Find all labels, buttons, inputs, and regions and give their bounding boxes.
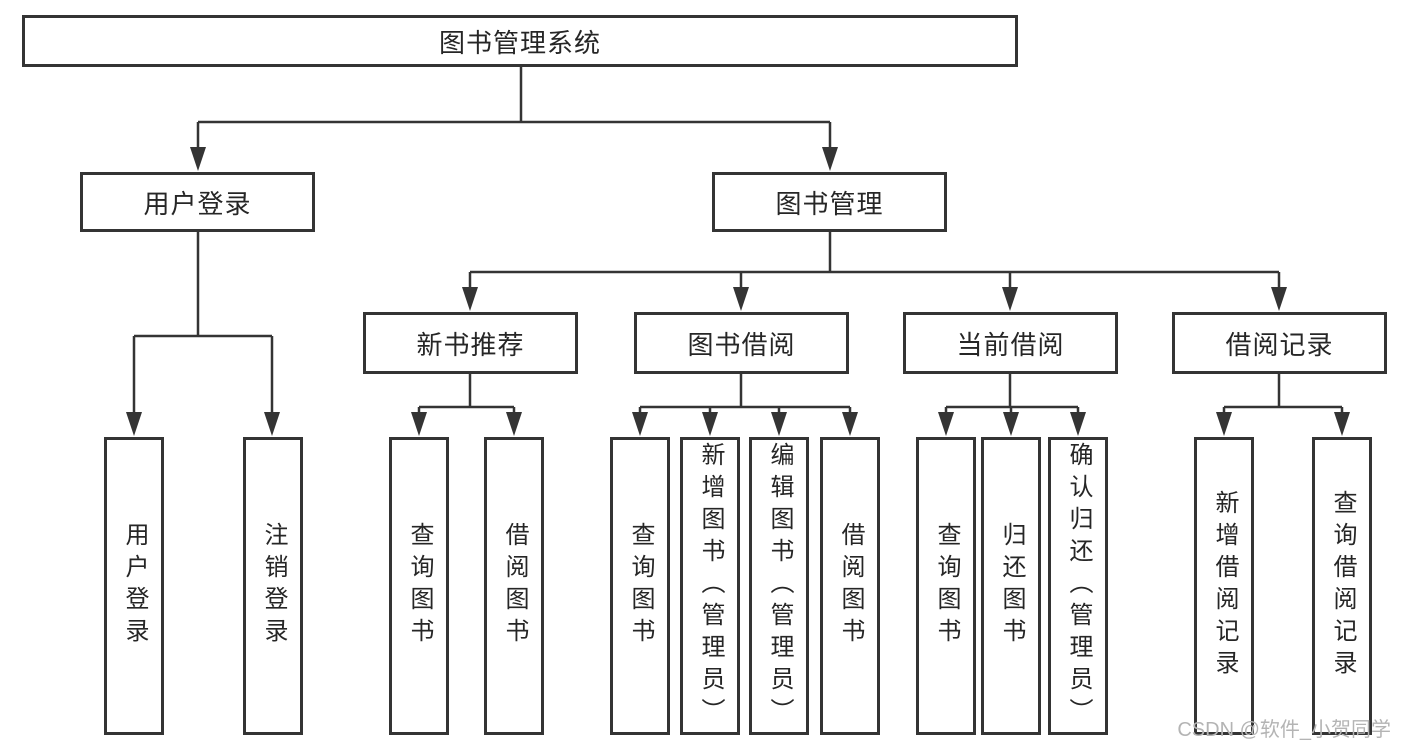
connector-borrow-records-branch: [1216, 374, 1350, 436]
connector-root-to-level2: [190, 67, 838, 171]
node-label: 查询借阅记录: [1329, 490, 1356, 682]
connector-line: [1222, 374, 1344, 415]
node-label: 图书管理系统: [438, 27, 601, 58]
node-label: 图书借阅: [687, 329, 796, 360]
arrow-down-icon: [462, 287, 1287, 311]
node-label: 用户登录: [143, 188, 252, 219]
connector-book-borrow-branch: [632, 374, 858, 436]
connector-line: [417, 374, 516, 415]
connector-new-book-branch: [411, 374, 522, 436]
arrow-down-icon: [411, 412, 522, 436]
connector-line: [638, 374, 852, 415]
arrow-down-icon: [190, 147, 838, 171]
connector-line: [196, 67, 832, 150]
node-label: 注销登录: [260, 522, 287, 650]
node-new-book-recommend: 新书推荐: [363, 312, 578, 374]
node-label: 查询图书: [627, 522, 654, 650]
leaf-return-books: 归还图书: [981, 437, 1041, 735]
node-label: 借阅图书: [501, 522, 528, 650]
node-label: 确认归还（管理员）: [1065, 442, 1092, 730]
node-label: 查询图书: [406, 522, 433, 650]
node-book-borrowing: 图书借阅: [634, 312, 849, 374]
connector-line: [468, 232, 1281, 290]
leaf-borrow-books-recommend: 借阅图书: [484, 437, 544, 735]
node-label: 查询图书: [933, 522, 960, 650]
node-label: 用户登录: [121, 522, 148, 650]
node-label: 归还图书: [998, 522, 1025, 650]
node-label: 新增图书（管理员）: [697, 442, 724, 730]
leaf-user-login: 用户登录: [104, 437, 164, 735]
csdn-watermark: CSDN @软件_小贺同学: [1177, 719, 1391, 741]
leaf-query-books-recommend: 查询图书: [389, 437, 449, 735]
node-user-login: 用户登录: [80, 172, 315, 232]
node-current-borrowing: 当前借阅: [903, 312, 1118, 374]
node-label: 当前借阅: [956, 329, 1065, 360]
leaf-add-books-admin: 新增图书（管理员）: [680, 437, 740, 735]
leaf-edit-books-admin: 编辑图书（管理员）: [749, 437, 809, 735]
arrow-down-icon: [632, 412, 858, 436]
leaf-query-books-current: 查询图书: [916, 437, 976, 735]
connector-line: [944, 374, 1080, 415]
connector-book-management-branch: [462, 232, 1287, 311]
node-book-management: 图书管理: [712, 172, 947, 232]
leaf-add-borrow-record: 新增借阅记录: [1194, 437, 1254, 735]
leaf-query-books-borrow: 查询图书: [610, 437, 670, 735]
node-label: 图书管理: [775, 188, 884, 219]
node-borrowing-records: 借阅记录: [1172, 312, 1387, 374]
connector-line: [132, 232, 274, 415]
arrow-down-icon: [938, 412, 1086, 436]
leaf-logout: 注销登录: [243, 437, 303, 735]
arrow-down-icon: [1216, 412, 1350, 436]
node-label: 借阅记录: [1225, 329, 1334, 360]
node-label: 编辑图书（管理员）: [766, 442, 793, 730]
node-label: 借阅图书: [837, 522, 864, 650]
leaf-query-borrow-record: 查询借阅记录: [1312, 437, 1372, 735]
node-library-management-system: 图书管理系统: [22, 15, 1018, 67]
leaf-borrow-books: 借阅图书: [820, 437, 880, 735]
connector-user-login-branch: [126, 232, 280, 436]
leaf-confirm-return-admin: 确认归还（管理员）: [1048, 437, 1108, 735]
node-label: 新增借阅记录: [1211, 490, 1238, 682]
connector-current-borrow-branch: [938, 374, 1086, 436]
node-label: 新书推荐: [416, 329, 525, 360]
arrow-down-icon: [126, 412, 280, 436]
